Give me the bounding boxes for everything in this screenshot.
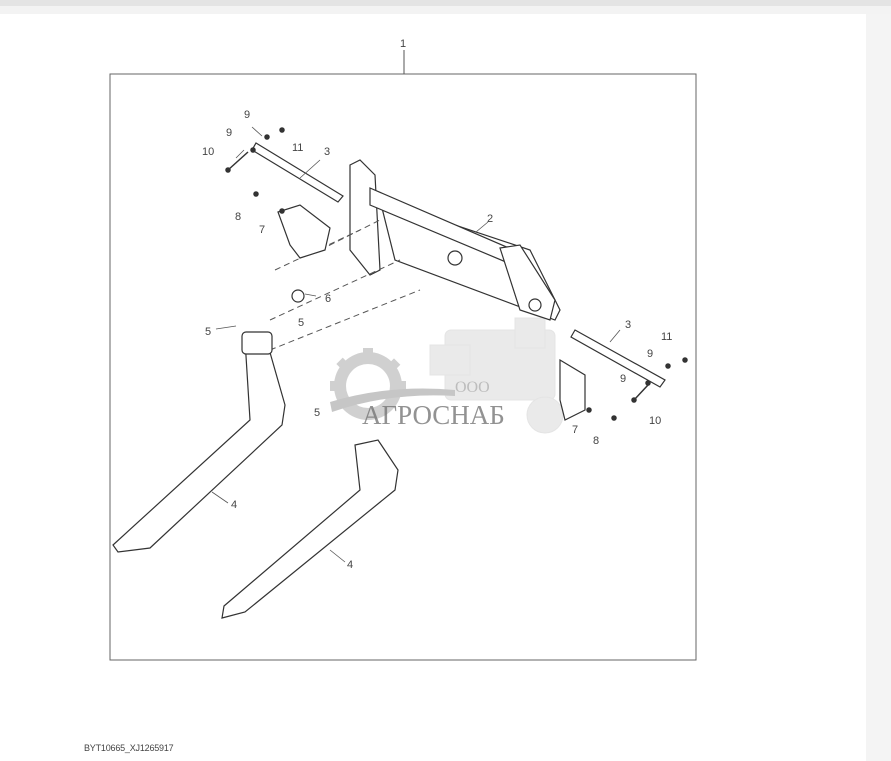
svg-text:4: 4 — [347, 559, 353, 571]
svg-text:2: 2 — [487, 213, 493, 225]
svg-text:9: 9 — [647, 348, 653, 360]
top-bar — [0, 0, 891, 6]
right-margin-strip — [866, 14, 891, 761]
svg-text:9: 9 — [244, 109, 250, 121]
diagram-frame — [109, 73, 697, 661]
figure-id-caption: BYT10665_XJ1265917 — [84, 743, 174, 753]
svg-text:5: 5 — [314, 407, 320, 419]
svg-text:8: 8 — [235, 211, 241, 223]
callout-labels: 1 2 3 3 4 4 5 5 5 6 7 7 8 8 9 9 9 9 10 1… — [202, 38, 672, 571]
watermark-brand: АГРОСНАБ — [362, 400, 505, 430]
svg-text:11: 11 — [661, 331, 672, 343]
svg-text:8: 8 — [593, 435, 599, 447]
carriage-frame — [349, 159, 586, 421]
svg-text:4: 4 — [231, 499, 237, 511]
svg-text:11: 11 — [292, 142, 303, 154]
watermark-prefix: ООО — [455, 379, 490, 396]
diagram-page — [0, 14, 866, 761]
svg-text:3: 3 — [324, 146, 330, 158]
svg-text:7: 7 — [259, 224, 265, 236]
svg-text:6: 6 — [325, 293, 331, 305]
svg-text:9: 9 — [620, 373, 626, 385]
callouts — [211, 126, 621, 563]
svg-text:7: 7 — [572, 424, 578, 436]
assembly-callout: 1 — [400, 38, 406, 50]
svg-text:5: 5 — [298, 317, 304, 329]
combine-harvester-icon — [429, 317, 564, 434]
forks — [112, 289, 399, 619]
svg-text:3: 3 — [625, 319, 631, 331]
watermark: ООО — [330, 317, 564, 434]
svg-text:5: 5 — [205, 326, 211, 338]
svg-text:10: 10 — [202, 146, 214, 158]
svg-text:10: 10 — [649, 415, 661, 427]
svg-text:9: 9 — [226, 127, 232, 139]
